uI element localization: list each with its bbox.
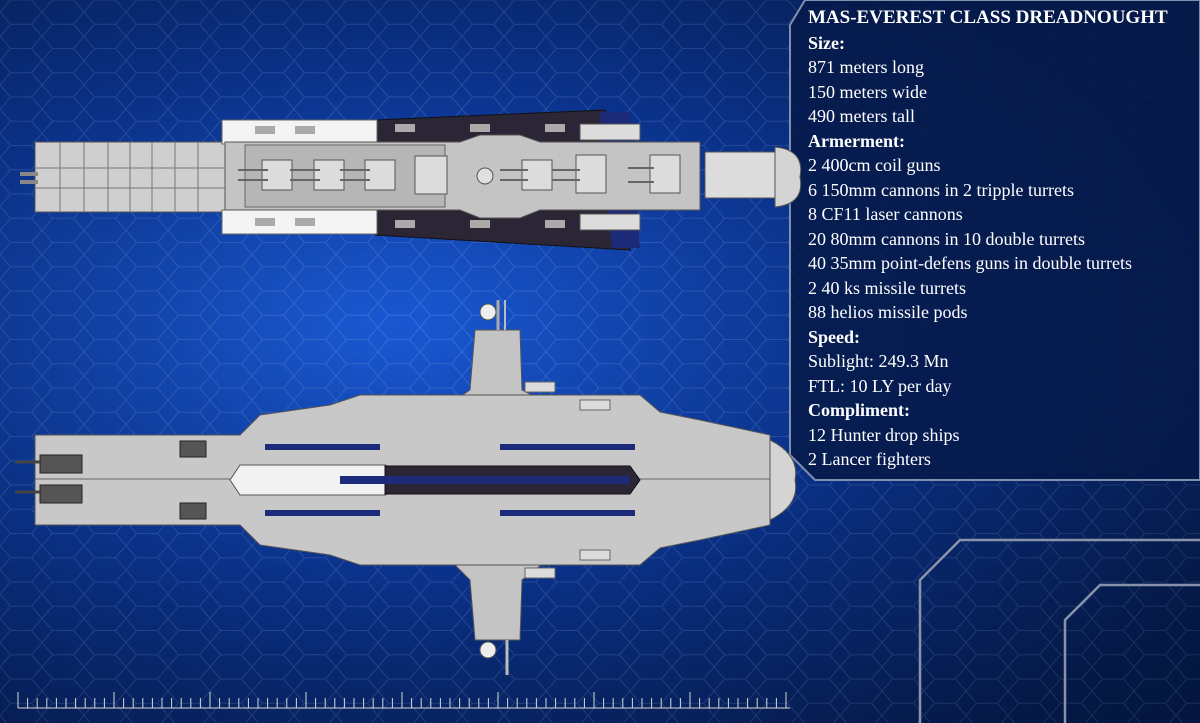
spec-line: 150 meters wide (808, 81, 927, 102)
spec-line: 2 400cm coil guns (808, 155, 941, 175)
ship-top-view (15, 300, 797, 675)
spec-line: 6 150mm cannons in 2 tripple turrets (808, 179, 1074, 200)
section-heading-size: Size: (808, 32, 845, 53)
spec-line: FTL: 10 LY per day (808, 375, 952, 396)
spec-line: 490 meters tall (808, 106, 915, 126)
spec-line: 20 80mm cannons in 10 double turrets (808, 228, 1085, 249)
spec-line: 12 Hunter drop ships (808, 424, 960, 445)
section-heading-compliment: Compliment: (808, 400, 910, 420)
spec-line: 871 meters long (808, 57, 924, 77)
ship-side-view (20, 109, 802, 251)
spec-title: MAS-EVEREST CLASS DREADNOUGHT (808, 7, 1168, 28)
section-heading-speed: Speed: (808, 326, 861, 347)
spec-sheet: MAS-EVEREST CLASS DREADNOUGHT Size: 871 … (808, 6, 1198, 472)
section-heading-armament: Armerment: (808, 130, 905, 151)
info-panel-frame (789, 0, 1200, 481)
spec-line: Sublight: 249.3 Mn (808, 351, 949, 371)
spec-line: 40 35mm point-defens guns in double turr… (808, 253, 1132, 273)
spec-line: 2 40 ks missile turrets (808, 277, 966, 298)
spec-line: 8 CF11 laser cannons (808, 204, 963, 224)
spec-line: 2 Lancer fighters (808, 449, 931, 469)
spec-line: 88 helios missile pods (808, 302, 968, 322)
scale-ruler (17, 692, 790, 709)
